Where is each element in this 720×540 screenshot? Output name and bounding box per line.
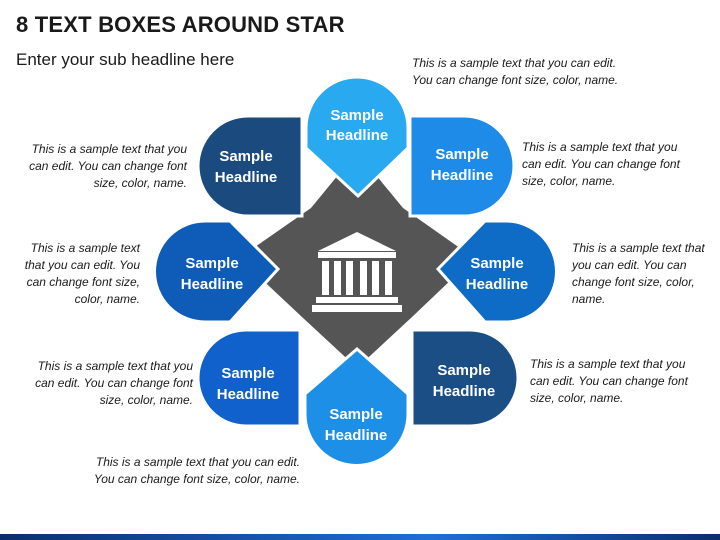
petal-bottom-right-label-1: Sample (437, 362, 490, 379)
petal-right-label-2: Headline (466, 276, 529, 293)
petal-bottom-left-label-2: Headline (217, 386, 280, 403)
page-subtitle: Enter your sub headline here (16, 50, 235, 69)
note-left: This is a sample text that you can edit.… (24, 241, 140, 306)
petal-bottom[interactable]: Sample Headline (303, 347, 410, 467)
petal-bottom-left[interactable]: Sample Headline (196, 328, 302, 428)
petal-left-label-2: Headline (181, 276, 244, 293)
petal-top-left-label-1: Sample (219, 148, 272, 165)
note-right: This is a sample text that you can edit.… (572, 241, 705, 306)
petal-right-label-1: Sample (470, 255, 523, 272)
note-bottom-left: This is a sample text that you can edit.… (35, 359, 193, 407)
petal-left[interactable]: Sample Headline (153, 219, 281, 324)
page-title: 8 TEXT BOXES AROUND STAR (16, 12, 345, 37)
note-top: This is a sample text that you can edit.… (412, 56, 619, 87)
petal-top-left-label-2: Headline (215, 169, 278, 186)
petal-bottom-left-label-1: Sample (221, 365, 274, 382)
petal-bottom-right[interactable]: Sample Headline (410, 328, 520, 428)
petal-right[interactable]: Sample Headline (435, 219, 558, 324)
petal-top-label-2: Headline (326, 127, 389, 144)
bottom-accent-bar (0, 534, 720, 540)
center-star (239, 152, 474, 368)
petal-bottom-right-label-2: Headline (433, 383, 496, 400)
petal-bottom-label-2: Headline (325, 427, 388, 444)
petal-left-label-1: Sample (185, 255, 238, 272)
petal-top-right-label-2: Headline (431, 167, 494, 184)
bank-building-icon (312, 232, 402, 312)
petal-top-left[interactable]: Sample Headline (196, 114, 304, 218)
petal-top[interactable]: Sample Headline (304, 75, 410, 199)
note-bottom: This is a sample text that you can edit.… (93, 455, 300, 486)
note-bottom-right: This is a sample text that you can edit.… (530, 357, 688, 405)
petal-top-right-label-1: Sample (435, 146, 488, 163)
note-top-right: This is a sample text that you can edit.… (522, 140, 680, 188)
petal-top-right[interactable]: Sample Headline (408, 114, 516, 218)
note-top-left: This is a sample text that you can edit.… (29, 142, 187, 190)
petal-bottom-label-1: Sample (329, 406, 382, 423)
petal-top-label-1: Sample (330, 107, 383, 124)
